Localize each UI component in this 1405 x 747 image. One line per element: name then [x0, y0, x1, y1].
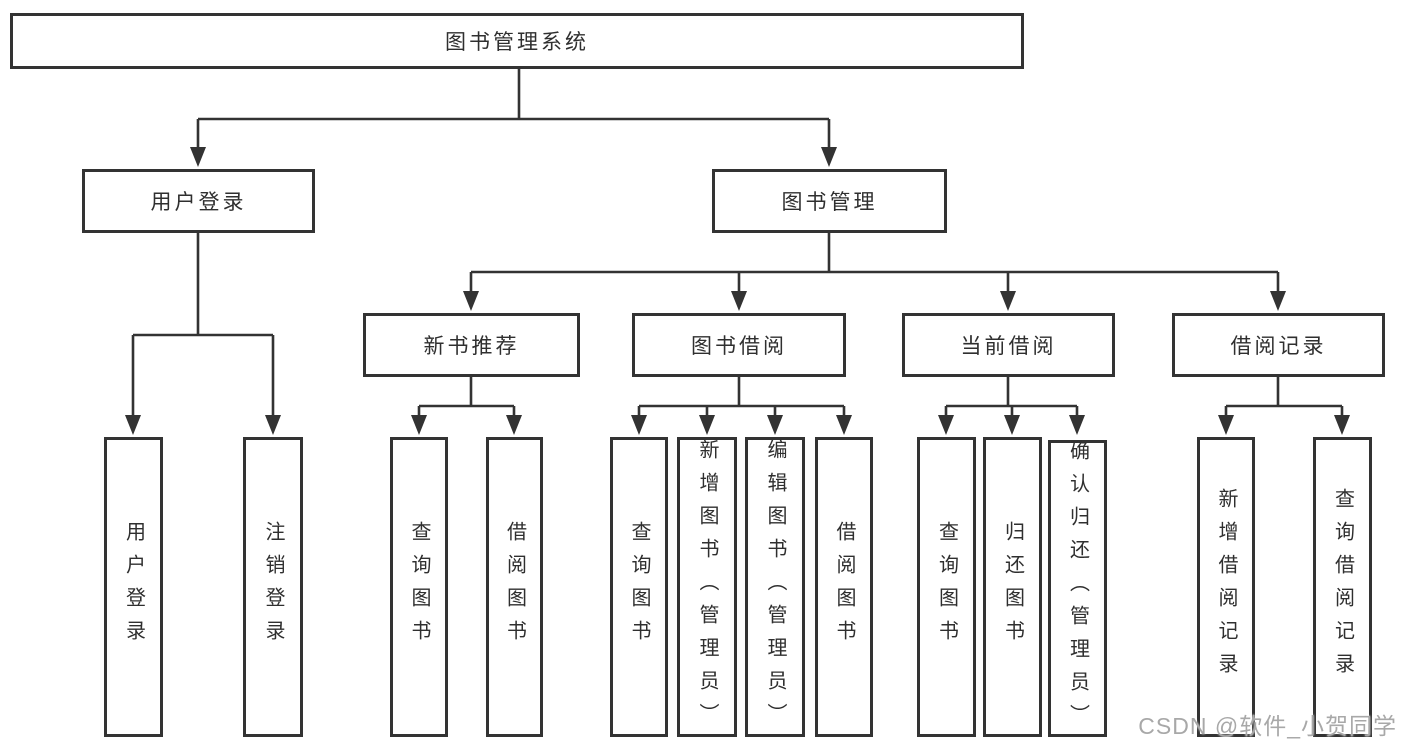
connector-root-to-level2	[196, 69, 831, 150]
node-book-management: 图书管理	[712, 169, 947, 233]
node-br-query-record: 查询借阅记录	[1313, 437, 1372, 737]
node-bb-edit-books-admin: 编辑图书（管理员）	[745, 437, 805, 737]
connector-book-borrow-to-leaves	[637, 377, 846, 418]
node-cb-confirm-return-admin-label: 确认归还（管理员）	[1066, 440, 1089, 737]
connector-current-borrow-to-leaves	[944, 377, 1079, 418]
node-cb-query-books-label: 查询图书	[935, 521, 958, 653]
node-br-query-record-label: 查询借阅记录	[1331, 488, 1354, 686]
connector-new-book-recommend-to-leaves	[417, 377, 516, 418]
node-logout-leaf: 注销登录	[243, 437, 303, 737]
node-cb-confirm-return-admin: 确认归还（管理员）	[1048, 440, 1107, 737]
node-borrowing-records: 借阅记录	[1172, 313, 1385, 377]
node-bb-query-books-label: 查询图书	[628, 521, 650, 653]
node-bb-query-books: 查询图书	[610, 437, 668, 737]
node-bb-borrow-books: 借阅图书	[815, 437, 873, 737]
csdn-watermark: CSDN @软件_小贺同学	[1138, 713, 1397, 739]
node-library-management-system: 图书管理系统	[10, 13, 1024, 69]
connector-user-login-to-leaves	[131, 233, 275, 418]
node-user-login: 用户登录	[82, 169, 315, 233]
node-bb-edit-books-admin-label: 编辑图书（管理员）	[764, 438, 786, 736]
node-new-book-recommendation: 新书推荐	[363, 313, 580, 377]
node-nbr-borrow-books: 借阅图书	[486, 437, 543, 737]
node-br-add-record: 新增借阅记录	[1197, 437, 1255, 737]
node-bb-add-books-admin: 新增图书（管理员）	[677, 437, 737, 737]
connector-book-mgmt-to-level3	[469, 233, 1280, 294]
node-bb-borrow-books-label: 借阅图书	[833, 521, 855, 653]
node-current-borrowing: 当前借阅	[902, 313, 1115, 377]
node-book-borrowing: 图书借阅	[632, 313, 846, 377]
node-bb-add-books-admin-label: 新增图书（管理员）	[696, 438, 718, 736]
node-nbr-borrow-books-label: 借阅图书	[503, 521, 526, 653]
node-user-login-leaf-label: 用户登录	[122, 521, 145, 653]
node-cb-return-books-label: 归还图书	[1001, 521, 1024, 653]
node-br-add-record-label: 新增借阅记录	[1215, 488, 1237, 686]
node-logout-leaf-label: 注销登录	[262, 521, 284, 653]
node-cb-query-books: 查询图书	[917, 437, 976, 737]
connector-borrow-records-to-leaves	[1224, 377, 1344, 418]
node-user-login-leaf: 用户登录	[104, 437, 163, 737]
node-nbr-query-books: 查询图书	[390, 437, 448, 737]
node-nbr-query-books-label: 查询图书	[408, 521, 430, 653]
node-cb-return-books: 归还图书	[983, 437, 1042, 737]
